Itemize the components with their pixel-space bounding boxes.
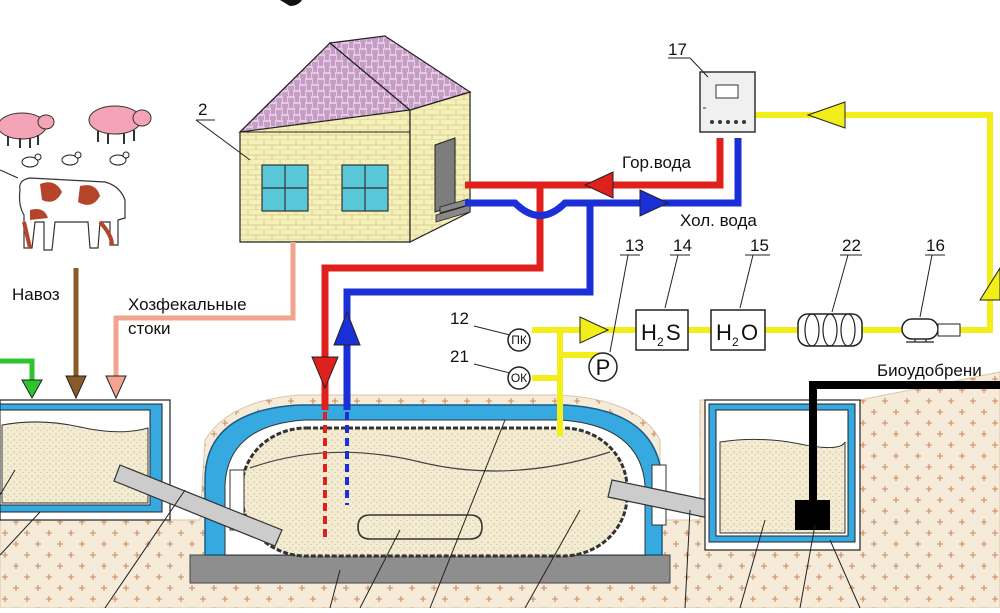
biofertilizer-pipe bbox=[809, 381, 1000, 505]
check-valve-ok[interactable]: ОК bbox=[507, 366, 531, 390]
manure-label: Навоз bbox=[12, 285, 60, 304]
pressure-symbol: P bbox=[596, 355, 611, 380]
number-14: 14 bbox=[673, 236, 692, 255]
cold-water-label: Хол. вода bbox=[680, 211, 757, 230]
heating-coil bbox=[357, 514, 483, 540]
h2o-o: O bbox=[741, 320, 758, 345]
sewage-label-line2: стоки bbox=[128, 319, 170, 338]
number-16: 16 bbox=[926, 236, 945, 255]
pressure-gauge[interactable]: P bbox=[588, 352, 618, 382]
number-12: 12 bbox=[450, 309, 469, 328]
h2o-trap[interactable]: H 2 O bbox=[710, 309, 766, 351]
h2s-s: S bbox=[666, 320, 681, 345]
ok-label: ОК bbox=[511, 371, 527, 385]
number-leaders bbox=[195, 119, 945, 256]
hot-water-label: Гор.вода bbox=[622, 153, 692, 172]
number-22: 22 bbox=[842, 236, 861, 255]
sewage-arrowhead bbox=[105, 375, 127, 400]
water-pipes bbox=[311, 138, 742, 540]
h2o-sub: 2 bbox=[732, 335, 739, 349]
h2s-h: H bbox=[641, 320, 657, 345]
inlet-tank bbox=[0, 399, 171, 521]
leader-lines bbox=[0, 169, 861, 609]
green-inlet-line bbox=[0, 358, 35, 387]
h2o-h: H bbox=[716, 320, 732, 345]
safety-valve-pk[interactable]: ПК bbox=[507, 328, 531, 352]
outlet-tank bbox=[704, 399, 861, 551]
biofertilizer-label: Биоудобрени bbox=[877, 361, 982, 380]
gas-line bbox=[532, 101, 1000, 436]
number-21: 21 bbox=[450, 347, 469, 366]
sewage-label-line1: Хозфекальные bbox=[128, 295, 247, 314]
number-13: 13 bbox=[625, 236, 644, 255]
sewage-line bbox=[113, 242, 296, 380]
number-15: 15 bbox=[750, 236, 769, 255]
house-number: 2 bbox=[198, 100, 207, 119]
title-fragment bbox=[280, 0, 302, 6]
h2s-sub: 2 bbox=[657, 335, 664, 349]
house bbox=[238, 35, 472, 243]
livestock-icon bbox=[0, 105, 152, 251]
outlet-pump bbox=[795, 500, 830, 530]
pk-label: ПК bbox=[511, 333, 527, 347]
compressor-16[interactable] bbox=[901, 318, 961, 343]
controller-number: 17 bbox=[668, 40, 687, 59]
green-arrowhead bbox=[21, 379, 43, 400]
inlet-pipe bbox=[113, 464, 283, 547]
h2s-filter[interactable]: H 2 S bbox=[635, 309, 689, 351]
controller-17[interactable] bbox=[699, 71, 756, 133]
digester bbox=[189, 404, 671, 584]
manure-arrowhead bbox=[65, 375, 87, 400]
gas-holder-22[interactable] bbox=[797, 313, 863, 347]
